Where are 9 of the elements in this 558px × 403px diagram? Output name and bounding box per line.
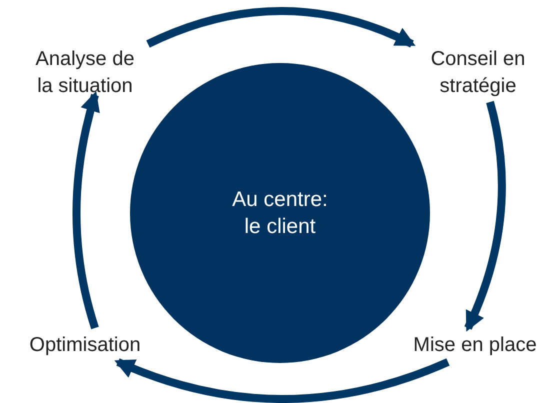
- curved-arrow: [146, 7, 416, 48]
- step-label: Conseil en stratégie: [430, 47, 526, 99]
- step-label: Analyse de la situation: [34, 47, 136, 99]
- curved-arrow: [114, 358, 450, 403]
- circle-label: Au centre: le client: [231, 187, 329, 240]
- curved-arrow: [464, 101, 506, 332]
- step-label: Optimisation: [29, 332, 141, 358]
- curved-arrow: [72, 91, 100, 330]
- step-label: Mise en place: [413, 332, 537, 358]
